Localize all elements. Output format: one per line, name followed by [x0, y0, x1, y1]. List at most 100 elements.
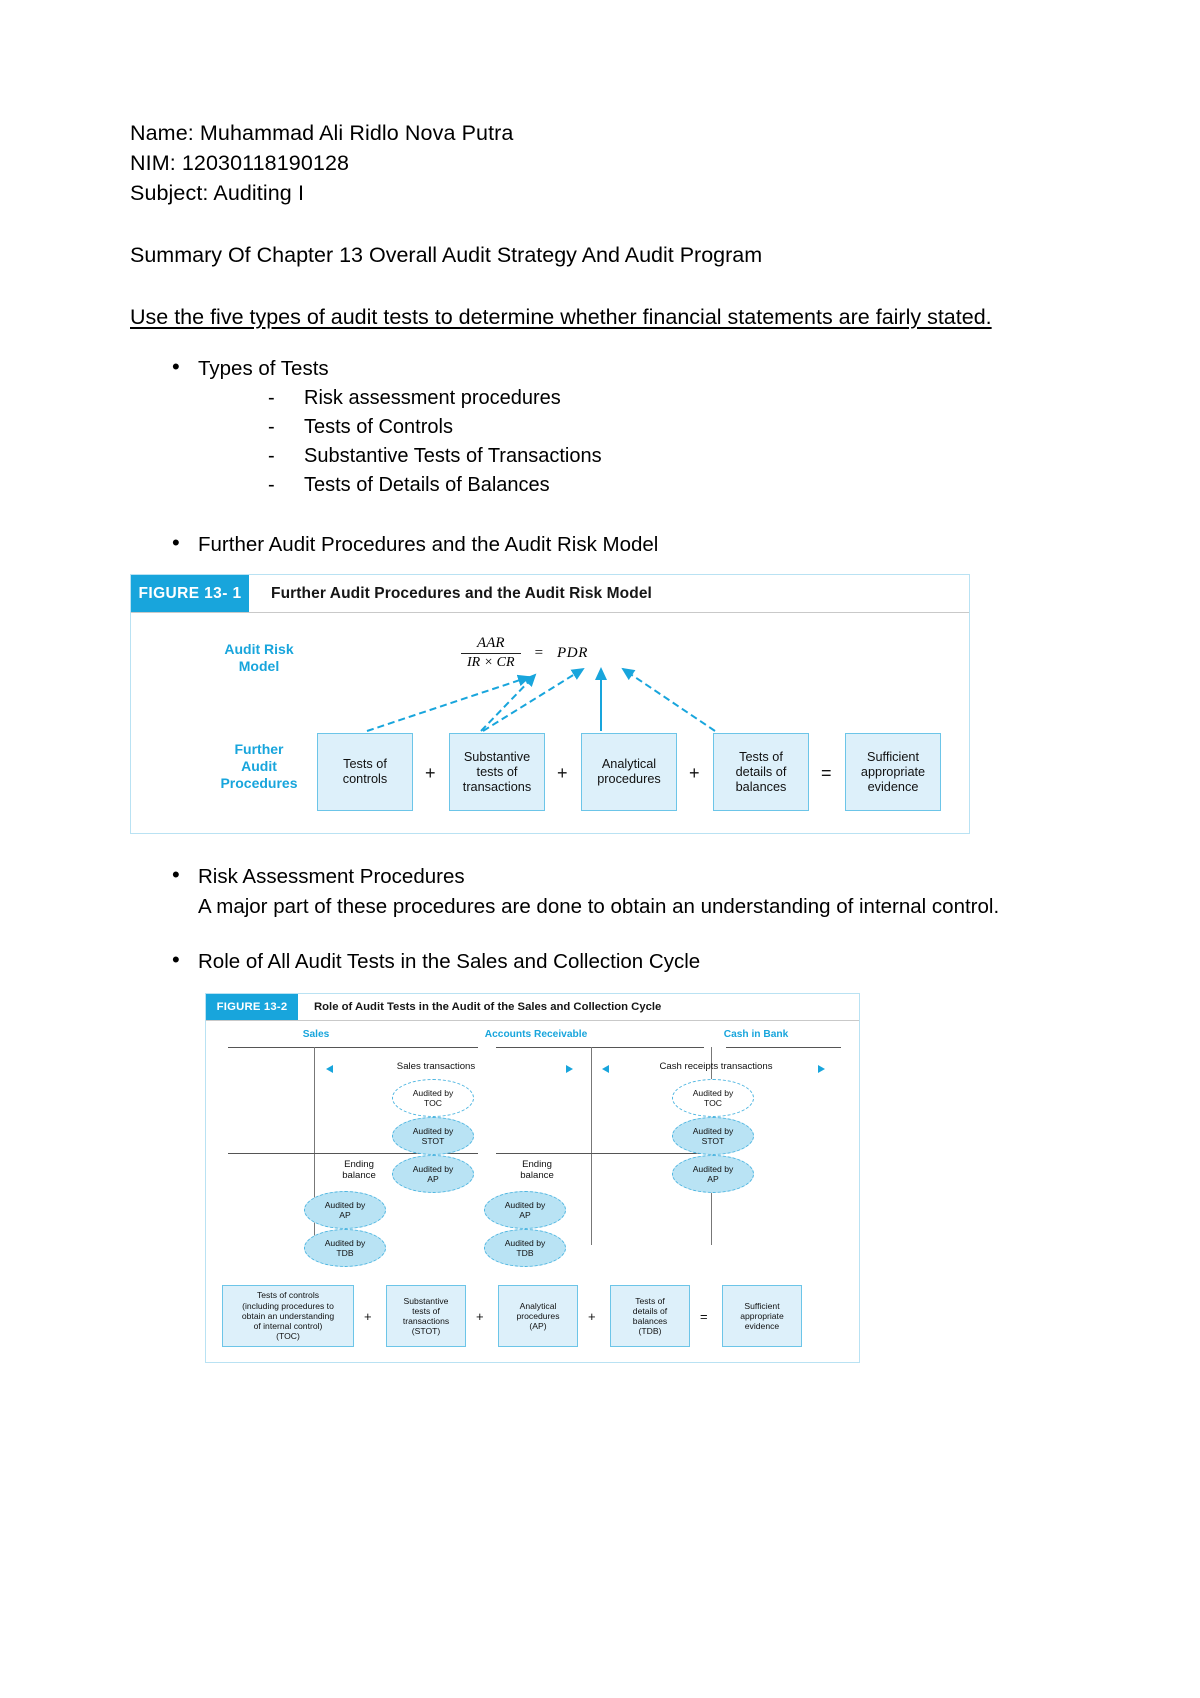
left-arrow-icon [602, 1065, 609, 1073]
label-cash-receipts-transactions: Cash receipts transactions [659, 1061, 773, 1072]
figure-13-2-header: FIGURE 13-2 Role of Audit Tests in the A… [206, 994, 859, 1021]
box-label: Analytical procedures [597, 757, 661, 786]
risk-assessment-text: A major part of these procedures are don… [198, 895, 1000, 918]
figure-13-2-operator-equals: = [700, 1309, 708, 1324]
ellipse-audited-by-toc-cash: Audited by TOC [672, 1079, 754, 1117]
t-account-divider-sales [314, 1047, 315, 1245]
t-account-rule-sales [228, 1047, 478, 1048]
box-label: Substantive tests of transactions (STOT) [402, 1295, 450, 1337]
label-sales-transactions: Sales transactions [396, 1061, 476, 1072]
ellipse-label: Audited by TDB [504, 1238, 546, 1258]
nim-line: NIM: 12030118190128 [130, 151, 350, 175]
figure-13-2-box-sufficient-evidence: Sufficient appropriate evidence [722, 1285, 802, 1347]
subject-line: Subject: Auditing I [130, 181, 305, 205]
box-label: Substantive tests of transactions [462, 749, 532, 794]
box-label: Analytical procedures (AP) [516, 1300, 560, 1332]
ellipse-audited-by-stot-sales: Audited by STOT [392, 1117, 474, 1155]
column-header-accounts-receivable: Accounts Receivable [484, 1029, 588, 1040]
formula-equals: = [534, 644, 544, 661]
formula-result: PDR [557, 644, 588, 661]
underlined-heading: Use the five types of audit tests to det… [130, 305, 992, 329]
figure-13-2-title: Role of Audit Tests in the Audit of the … [314, 1001, 662, 1013]
bullet-role-of-all-audit-tests: Role of All Audit Tests in the Sales and… [130, 945, 1070, 977]
bullet-list: Types of Tests Risk assessment procedure… [130, 352, 1070, 560]
figure-13-2-box-analytical-procedures: Analytical procedures (AP) [498, 1285, 578, 1347]
ellipse-audited-by-tdb-ar-balance: Audited by TDB [484, 1229, 566, 1267]
dash-item: Substantive Tests of Transactions [198, 442, 1070, 471]
figure-13-2-box-tests-of-details: Tests of details of balances (TDB) [610, 1285, 690, 1347]
bullet-label: Further Audit Procedures and the Audit R… [198, 533, 659, 556]
dash-item: Risk assessment procedures [198, 384, 1070, 413]
figure-13-1: FIGURE 13- 1 Further Audit Procedures an… [130, 574, 970, 834]
figure-13-1-tag: FIGURE 13- 1 [131, 575, 249, 612]
audit-risk-model-formula: AAR IR × CR = PDR [461, 635, 588, 671]
figure-13-1-operator-plus: + [689, 763, 700, 783]
box-label: Tests of details of balances (TDB) [632, 1295, 668, 1337]
t-account-divider-ar [591, 1047, 592, 1245]
ending-balance-sales: Ending balance [342, 1159, 376, 1181]
name-line: Name: Muhammad Ali Ridlo Nova Putra [130, 121, 514, 145]
ellipse-audited-by-ap-sales-balance: Audited by AP [304, 1191, 386, 1229]
dash-item: Tests of Details of Balances [198, 471, 1070, 500]
figure-13-2-operator-plus: + [476, 1309, 484, 1324]
ellipse-label: Audited by AP [324, 1200, 366, 1220]
left-arrow-icon [326, 1065, 333, 1073]
formula-denominator: IR × CR [461, 653, 521, 671]
bullet-label: Types of Tests [198, 357, 329, 380]
figure-13-1-operator-plus: + [557, 763, 568, 783]
ellipse-audited-by-ap-ar-balance: Audited by AP [484, 1191, 566, 1229]
ellipse-label: Audited by AP [412, 1164, 454, 1184]
summary-title: Summary Of Chapter 13 Overall Audit Stra… [130, 243, 763, 267]
bullet-further-audit-procedures: Further Audit Procedures and the Audit R… [130, 528, 1070, 560]
figure-13-2-operator-plus: + [588, 1309, 596, 1324]
figure-13-2-tag: FIGURE 13-2 [206, 994, 298, 1020]
box-label: Tests of controls [342, 757, 388, 786]
ellipse-label: Audited by TOC [412, 1088, 454, 1108]
column-header-cash-in-bank: Cash in Bank [723, 1029, 789, 1040]
ellipse-audited-by-ap-cash: Audited by AP [672, 1155, 754, 1193]
box-label: Sufficient appropriate evidence [740, 1300, 784, 1332]
figure-13-1-header: FIGURE 13- 1 Further Audit Procedures an… [131, 575, 969, 613]
t-account-rule-ar [496, 1047, 704, 1048]
figure-13-1-box-analytical-procedures: Analytical procedures [581, 733, 677, 811]
bullet-types-of-tests: Types of Tests Risk assessment procedure… [130, 352, 1070, 500]
figure-13-2-box-substantive-tests: Substantive tests of transactions (STOT) [386, 1285, 466, 1347]
right-arrow-icon [818, 1065, 825, 1073]
figure-13-1-title: Further Audit Procedures and the Audit R… [271, 584, 652, 602]
bullet-label: Risk Assessment Procedures [198, 865, 465, 888]
ellipse-label: Audited by TDB [324, 1238, 366, 1258]
ellipse-label: Audited by AP [504, 1200, 546, 1220]
ellipse-audited-by-ap-sales: Audited by AP [392, 1155, 474, 1193]
figure-13-1-box-tests-of-controls: Tests of controls [317, 733, 413, 811]
figure-13-2: FIGURE 13-2 Role of Audit Tests in the A… [205, 993, 860, 1363]
ellipse-label: Audited by AP [692, 1164, 734, 1184]
figure-13-2-box-tests-of-controls: Tests of controls (including procedures … [222, 1285, 354, 1347]
audit-risk-model-label: Audit Risk Model [224, 641, 294, 674]
ellipse-label: Audited by TOC [692, 1088, 734, 1108]
figure-13-1-body: Audit Risk Model Further Audit Procedure… [131, 613, 969, 833]
further-audit-procedures-label: Further Audit Procedures [220, 741, 298, 791]
formula-numerator: AAR [477, 635, 505, 651]
ending-balance-rule-ar [496, 1153, 704, 1154]
formula-fraction: AAR IR × CR [461, 635, 521, 671]
ellipse-audited-by-stot-cash: Audited by STOT [672, 1117, 754, 1155]
figure-13-2-body: Sales Accounts Receivable Cash in Bank S… [206, 1021, 859, 1362]
figure-13-1-arrows [366, 667, 716, 732]
ellipse-label: Audited by STOT [692, 1126, 734, 1146]
ending-balance-ar: Ending balance [520, 1159, 554, 1181]
figure-13-1-box-substantive-tests: Substantive tests of transactions [449, 733, 545, 811]
header-block: Name: Muhammad Ali Ridlo Nova Putra NIM:… [130, 118, 1070, 208]
bullet-risk-assessment-procedures: Risk Assessment Procedures A major part … [130, 860, 1070, 921]
column-header-sales: Sales [302, 1029, 330, 1040]
ending-balance-rule-sales [228, 1153, 478, 1154]
ellipse-audited-by-toc-sales: Audited by TOC [392, 1079, 474, 1117]
box-label: Tests of controls (including procedures … [241, 1290, 335, 1342]
box-label: Sufficient appropriate evidence [860, 749, 926, 794]
box-label: Tests of details of balances [735, 749, 787, 794]
figure-13-1-operator-plus: + [425, 763, 436, 783]
figure-13-1-box-tests-of-details: Tests of details of balances [713, 733, 809, 811]
ellipse-audited-by-tdb-sales-balance: Audited by TDB [304, 1229, 386, 1267]
ellipse-label: Audited by STOT [412, 1126, 454, 1146]
figure-13-1-operator-equals: = [821, 763, 832, 783]
